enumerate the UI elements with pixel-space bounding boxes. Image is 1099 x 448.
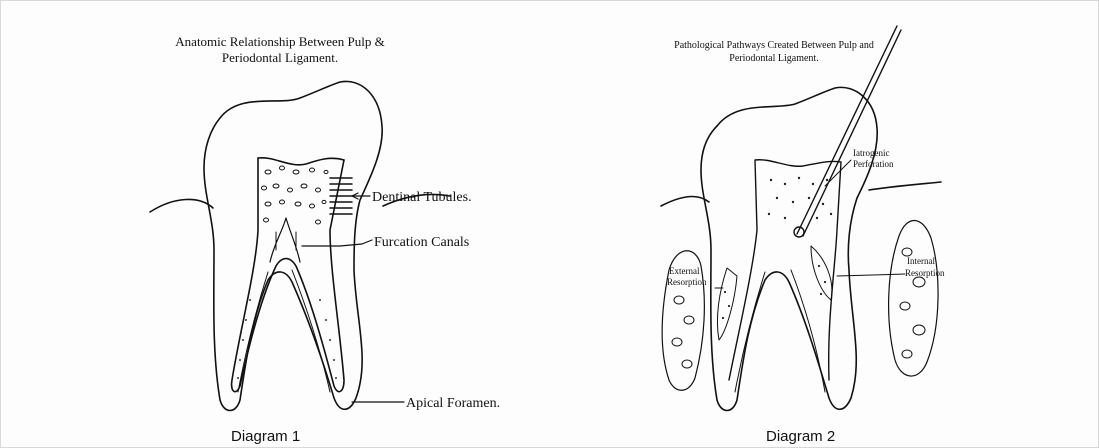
label-external-line-1: External <box>669 266 700 276</box>
external-resorption-region <box>717 268 737 340</box>
leader-furcation-canals <box>302 240 372 246</box>
dentinal-tubules <box>330 178 352 214</box>
pulp-stipple <box>722 177 832 319</box>
label-external-line-2: Resorption <box>667 277 707 287</box>
label-apical-foramen: Apical Foramen. <box>406 396 500 411</box>
gum-line-left <box>150 199 213 212</box>
tooth-outline <box>204 81 382 410</box>
leader-internal <box>837 274 905 276</box>
diagram-1-panel: Anatomic Relationship Between Pulp & Per… <box>0 0 548 448</box>
pulp-cells <box>262 166 329 224</box>
label-iatrogenic-line-1: Iatrogenic <box>853 148 889 158</box>
diagram-1-caption: Diagram 1 <box>231 428 300 445</box>
diagram-2-panel: Pathological Pathways Created Between Pu… <box>549 0 1099 448</box>
label-dentinal-tubules: Dentinal Tubules. <box>372 190 472 205</box>
bone-trabeculae <box>672 248 925 368</box>
dentin-enamel-junction <box>258 158 344 165</box>
label-internal-line-2: Resorption <box>905 268 945 278</box>
internal-resorption-region <box>811 246 832 300</box>
diagram-1-tooth-illustration: Dentinal Tubules. Furcation Canals Apica… <box>0 0 548 448</box>
gum-line-right <box>869 182 941 190</box>
iatrogenic-instrument <box>797 26 901 236</box>
gum-line-left <box>661 196 709 206</box>
label-internal-line-1: Internal <box>907 256 935 266</box>
label-furcation-canals: Furcation Canals <box>374 235 469 250</box>
bone-right <box>889 220 938 376</box>
diagram-2-tooth-illustration: Iatrogenic Perforation External Resorpti… <box>549 0 1099 448</box>
diagram-2-caption: Diagram 2 <box>766 428 835 445</box>
label-iatrogenic-line-2: Perforation <box>853 159 894 169</box>
